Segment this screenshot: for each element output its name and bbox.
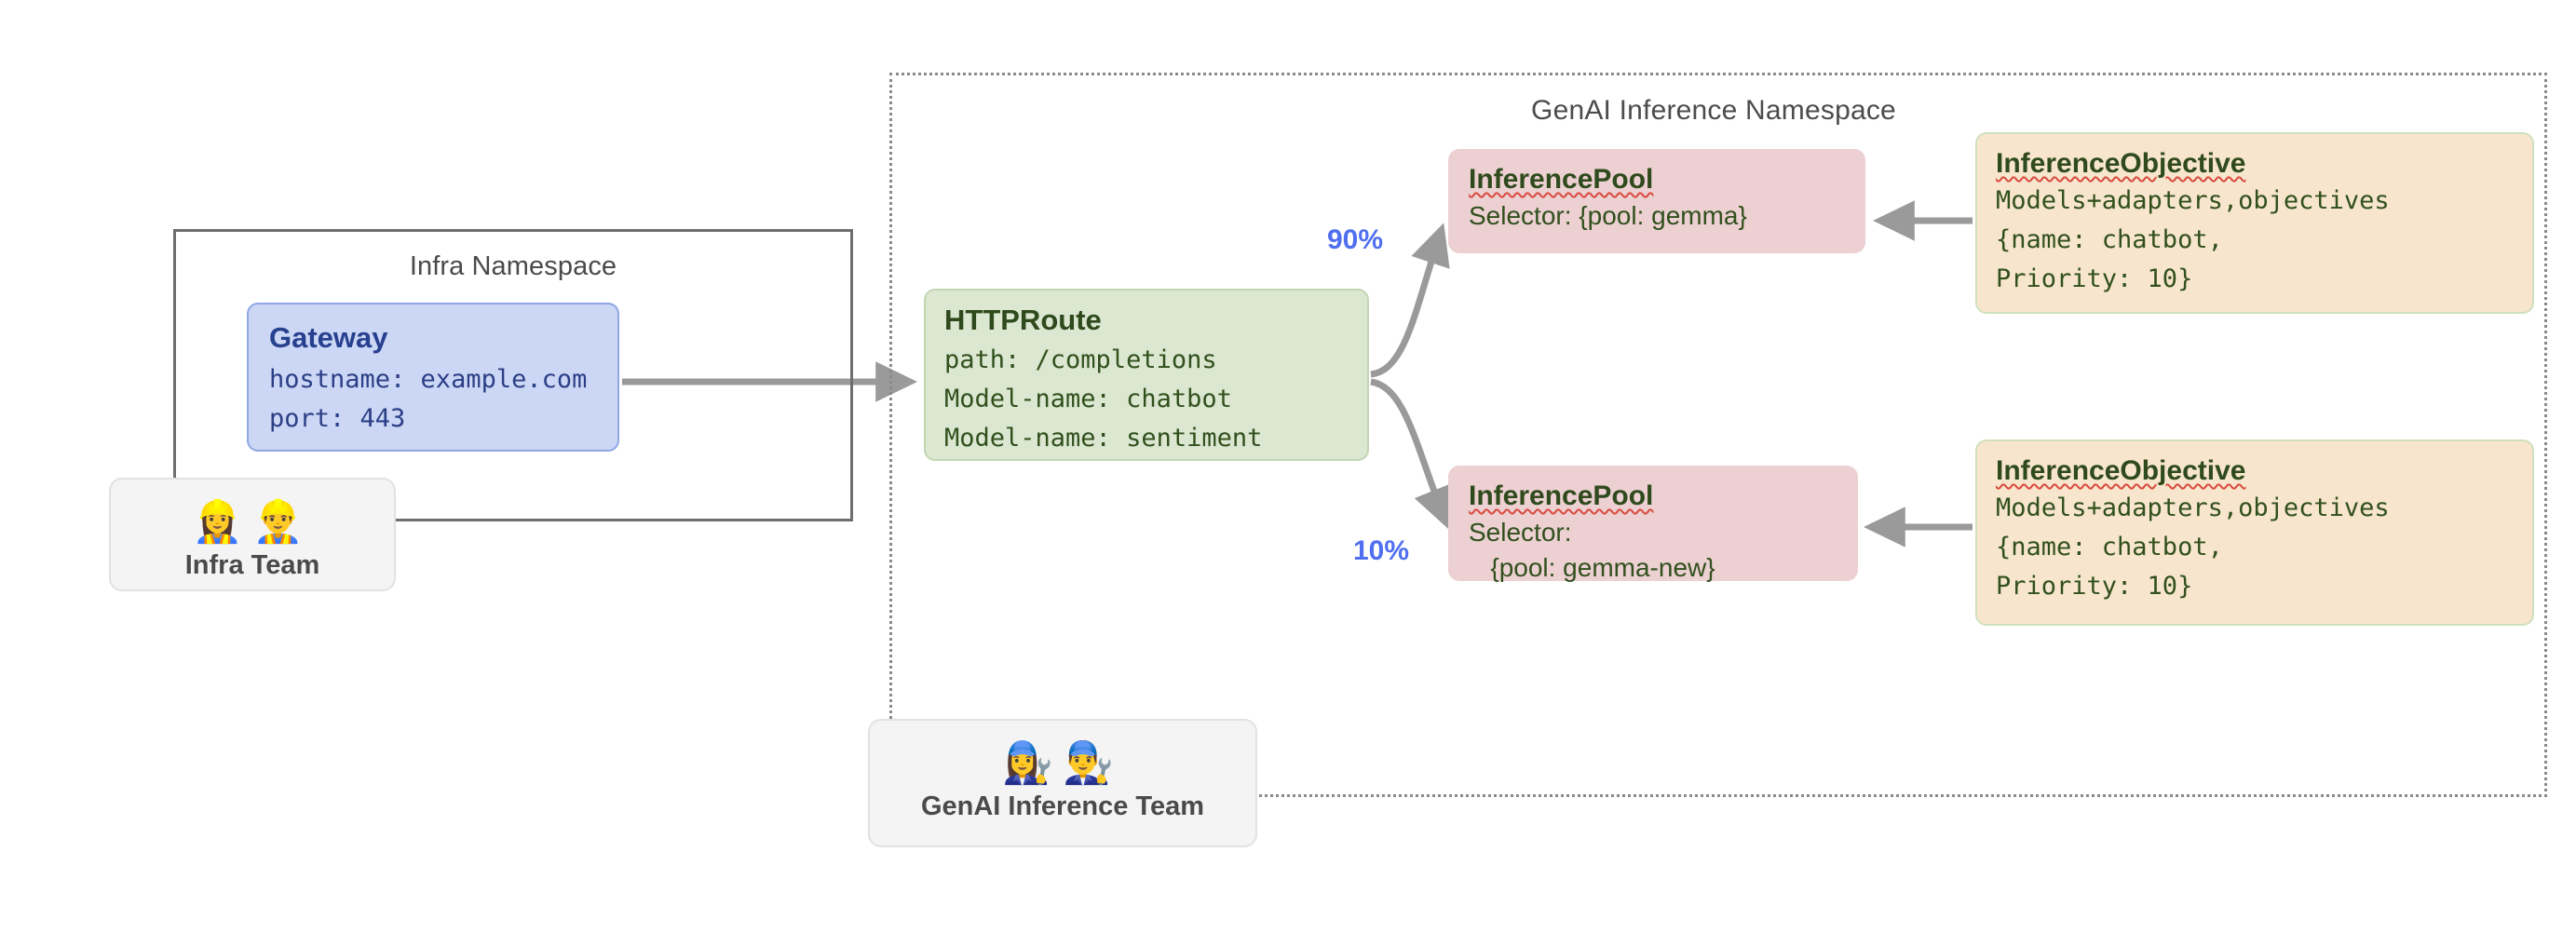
gateway-hostname: hostname: example.com <box>269 365 588 394</box>
gateway-node[interactable]: Gateway hostname: example.com port: 443 <box>247 303 619 452</box>
httproute-node[interactable]: HTTPRoute path: /completions Model-name:… <box>924 289 1369 461</box>
infra-team-label: Infra Team <box>184 550 320 580</box>
inferencepool-gemma-node[interactable]: InferencePool Selector: {pool: gemma} <box>1448 149 1865 253</box>
httproute-title: HTTPRoute <box>944 304 1102 336</box>
construction-worker-icon: 👷‍♀️👷‍♂️ <box>192 499 313 545</box>
inferenceobjective-top-line-2: {name: chatbot, <box>1996 225 2223 254</box>
inferenceobjective-top-line-3: Priority: 10} <box>1996 264 2193 293</box>
infra-namespace-boundary <box>173 229 853 521</box>
genai-team-chip[interactable]: 👩‍🔧👨‍🔧 GenAI Inference Team <box>868 719 1257 847</box>
weight-label-10: 10% <box>1353 535 1410 566</box>
inferenceobjective-top-node[interactable]: InferenceObjective Models+adapters,objec… <box>1975 132 2534 314</box>
genai-namespace-boundary <box>889 73 2547 797</box>
httproute-model-name-chatbot: Model-name: chatbot <box>944 385 1232 413</box>
inferenceobjective-bottom-node[interactable]: InferenceObjective Models+adapters,objec… <box>1975 439 2534 626</box>
inferencepool-gemma-new-node[interactable]: InferencePool Selector: {pool: gemma-new… <box>1448 466 1858 582</box>
inferencepool-gemma-title: InferencePool <box>1469 164 1654 195</box>
inferencepool-gemma-new-selector-label: Selector: <box>1469 518 1572 547</box>
inferencepool-gemma-selector: Selector: {pool: gemma} <box>1469 201 1747 230</box>
genai-team-label: GenAI Inference Team <box>920 791 1205 821</box>
inferencepool-gemma-new-title: InferencePool <box>1469 480 1654 511</box>
genai-namespace-title: GenAI Inference Namespace <box>1531 95 1896 126</box>
inferenceobjective-bottom-line-3: Priority: 10} <box>1996 572 2193 601</box>
httproute-path: path: /completions <box>944 345 1217 374</box>
inferencepool-gemma-new-selector-value: {pool: gemma-new} <box>1469 553 1715 582</box>
inferenceobjective-bottom-line-2: {name: chatbot, <box>1996 533 2223 561</box>
gateway-port: port: 443 <box>269 404 406 433</box>
gateway-title: Gateway <box>269 321 388 354</box>
inferenceobjective-bottom-line-1: Models+adapters,objectives <box>1996 494 2390 522</box>
inferenceobjective-top-title: InferenceObjective <box>1996 148 2246 179</box>
mechanic-icon: 👩‍🔧👨‍🔧 <box>1002 740 1123 786</box>
inferenceobjective-bottom-title: InferenceObjective <box>1996 455 2246 486</box>
weight-label-90: 90% <box>1327 224 1384 255</box>
inferenceobjective-top-line-1: Models+adapters,objectives <box>1996 186 2390 215</box>
infra-team-chip[interactable]: 👷‍♀️👷‍♂️ Infra Team <box>109 478 396 591</box>
httproute-model-name-sentiment: Model-name: sentiment <box>944 424 1263 453</box>
infra-namespace-title: Infra Namespace <box>409 251 617 281</box>
